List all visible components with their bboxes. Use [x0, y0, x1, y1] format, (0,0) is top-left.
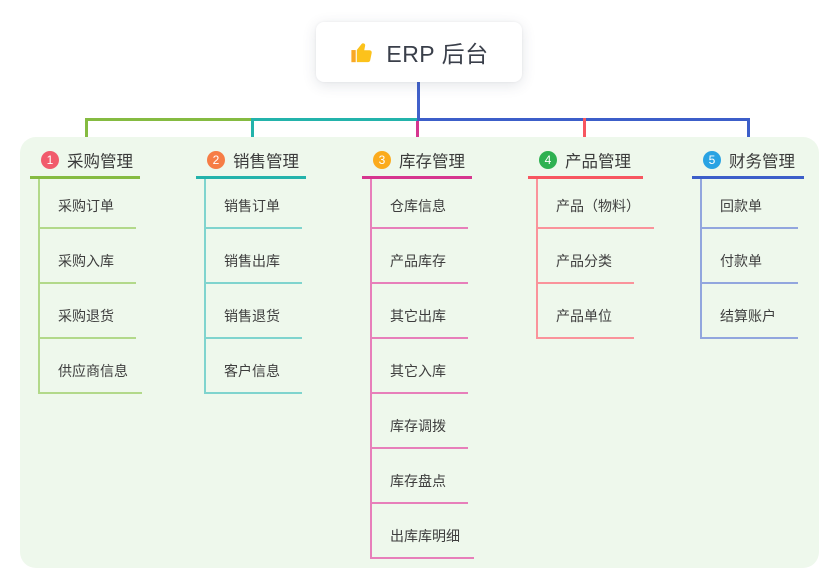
branch-inventory: 3 库存管理 仓库信息 产品库存 其它出库 其它入库 库存调拨 库存盘点 出库库…	[362, 147, 474, 559]
child-node[interactable]: 采购订单	[40, 179, 136, 229]
root-node[interactable]: ERP 后台	[316, 22, 522, 82]
branch-4-drop-connector	[583, 118, 586, 147]
child-label: 结算账户	[720, 308, 776, 324]
child-node[interactable]: 采购退货	[40, 284, 136, 339]
child-node[interactable]: 回款单	[702, 179, 798, 229]
child-node[interactable]: 付款单	[702, 229, 798, 284]
branch-5-number-badge: 5	[703, 151, 721, 169]
child-label: 付款单	[720, 253, 762, 269]
child-node[interactable]: 产品（物料）	[538, 179, 654, 229]
child-label: 采购入库	[58, 253, 114, 269]
branch-1-underline	[30, 176, 140, 179]
child-node[interactable]: 销售退货	[206, 284, 302, 339]
branch-3-label: 库存管理	[399, 153, 465, 171]
child-node[interactable]: 销售订单	[206, 179, 302, 229]
child-node[interactable]: 产品库存	[372, 229, 468, 284]
child-label: 产品库存	[390, 253, 446, 269]
branch-2-drop-connector	[251, 118, 254, 147]
child-label: 产品（物料）	[556, 198, 640, 214]
branch-1-horizontal-connector	[85, 118, 253, 121]
branch-2-underline	[196, 176, 306, 179]
child-node[interactable]: 其它出库	[372, 284, 468, 339]
child-label: 采购订单	[58, 198, 114, 214]
child-node[interactable]: 销售出库	[206, 229, 302, 284]
child-node[interactable]: 采购入库	[40, 229, 136, 284]
child-node[interactable]: 产品单位	[538, 284, 634, 339]
branch-3-number-badge: 3	[373, 151, 391, 169]
branch-5-node[interactable]: 5 财务管理	[692, 147, 804, 173]
branch-1-children: 采购订单 采购入库 采购退货 供应商信息	[38, 179, 142, 394]
mindmap-panel	[20, 137, 819, 568]
child-label: 库存盘点	[390, 473, 446, 489]
branch-2-label: 销售管理	[233, 153, 299, 171]
child-node[interactable]: 产品分类	[538, 229, 634, 284]
child-label: 销售出库	[224, 253, 280, 269]
child-label: 产品分类	[556, 253, 612, 269]
thumbs-up-icon	[351, 43, 373, 63]
child-node[interactable]: 库存盘点	[372, 449, 468, 504]
branch-4-node[interactable]: 4 产品管理	[528, 147, 654, 173]
child-label: 客户信息	[224, 363, 280, 379]
branch-1-node[interactable]: 1 采购管理	[30, 147, 142, 173]
branch-1-number-badge: 1	[41, 151, 59, 169]
child-node[interactable]: 仓库信息	[372, 179, 468, 229]
branch-3-underline	[362, 176, 472, 179]
branch-5-label: 财务管理	[729, 153, 795, 171]
branch-2-children: 销售订单 销售出库 销售退货 客户信息	[204, 179, 302, 394]
branch-3-node[interactable]: 3 库存管理	[362, 147, 474, 173]
child-label: 其它出库	[390, 308, 446, 324]
root-connector	[417, 82, 420, 121]
branch-4-children: 产品（物料） 产品分类 产品单位	[536, 179, 654, 339]
child-node[interactable]: 结算账户	[702, 284, 798, 339]
branch-2-node[interactable]: 2 销售管理	[196, 147, 306, 173]
branch-procurement: 1 采购管理 采购订单 采购入库 采购退货 供应商信息	[30, 147, 142, 394]
child-label: 产品单位	[556, 308, 612, 324]
branch-5-children: 回款单 付款单 结算账户	[700, 179, 798, 339]
branch-1-drop-connector	[85, 118, 88, 147]
child-label: 回款单	[720, 198, 762, 214]
branch-5-underline	[692, 176, 804, 179]
branch-finance: 5 财务管理 回款单 付款单 结算账户	[692, 147, 804, 339]
child-node[interactable]: 供应商信息	[40, 339, 142, 394]
child-node[interactable]: 客户信息	[206, 339, 302, 394]
child-label: 销售订单	[224, 198, 280, 214]
root-label: ERP 后台	[386, 41, 489, 67]
branch-2-horizontal-connector	[251, 118, 419, 121]
branch-4-underline	[528, 176, 643, 179]
branch-4-number-badge: 4	[539, 151, 557, 169]
child-label: 采购退货	[58, 308, 114, 324]
branch-3-drop-connector	[416, 121, 419, 147]
child-label: 出库库明细	[390, 528, 460, 544]
branch-4-label: 产品管理	[565, 153, 631, 171]
branch-1-label: 采购管理	[67, 153, 133, 171]
child-label: 销售退货	[224, 308, 280, 324]
child-label: 供应商信息	[58, 363, 128, 379]
branch-sales: 2 销售管理 销售订单 销售出库 销售退货 客户信息	[196, 147, 306, 394]
child-node[interactable]: 库存调拨	[372, 394, 468, 449]
branch-product: 4 产品管理 产品（物料） 产品分类 产品单位	[528, 147, 654, 339]
child-label: 库存调拨	[390, 418, 446, 434]
child-node[interactable]: 出库库明细	[372, 504, 474, 559]
branch-2-number-badge: 2	[207, 151, 225, 169]
child-label: 仓库信息	[390, 198, 446, 214]
branch-3-children: 仓库信息 产品库存 其它出库 其它入库 库存调拨 库存盘点 出库库明细	[370, 179, 474, 559]
branch-5-drop-connector	[747, 118, 750, 147]
child-node[interactable]: 其它入库	[372, 339, 468, 394]
child-label: 其它入库	[390, 363, 446, 379]
